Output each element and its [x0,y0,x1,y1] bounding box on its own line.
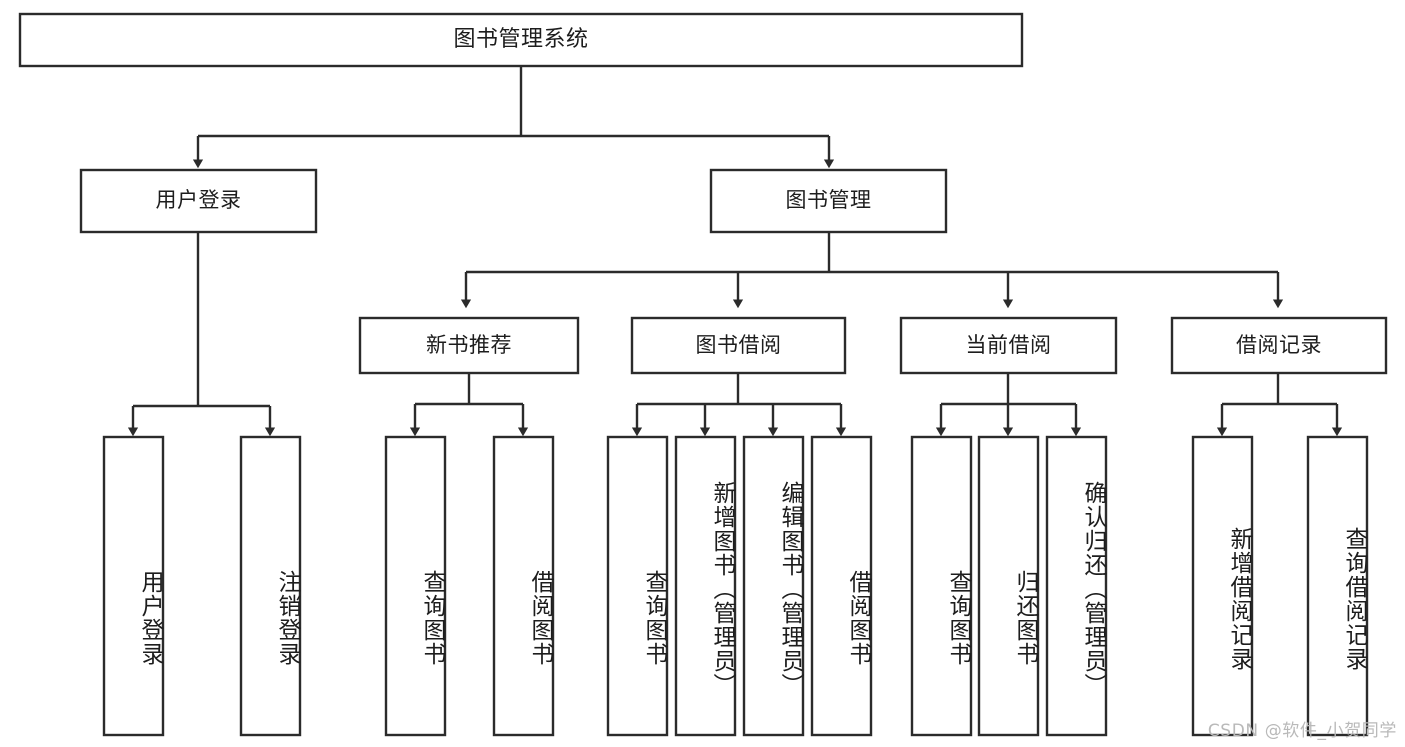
node-box-leaf-borrow-book-1[interactable] [492,435,555,737]
node-box-new-book-rec[interactable] [358,316,580,375]
node-box-leaf-borrow-book-2[interactable] [810,435,873,737]
node-box-leaf-user-login[interactable] [102,435,165,737]
node-box-leaf-add-record[interactable] [1191,435,1254,737]
node-box-leaf-query-book-1[interactable] [384,435,447,737]
connectors-group [127,66,1343,437]
node-box-current-borrow[interactable] [899,316,1118,375]
node-box-leaf-user-logout[interactable] [239,435,302,737]
node-box-leaf-confirm-return[interactable] [1045,435,1108,737]
node-box-leaf-return-book[interactable] [977,435,1040,737]
node-box-leaf-add-book[interactable] [674,435,737,737]
node-box-leaf-edit-book[interactable] [742,435,805,737]
node-box-leaf-query-book-2[interactable] [606,435,669,737]
node-box-leaf-query-record[interactable] [1306,435,1369,737]
node-box-leaf-query-book-3[interactable] [910,435,973,737]
node-box-root[interactable] [18,12,1024,68]
node-box-borrow-record[interactable] [1170,316,1388,375]
node-box-book-borrow[interactable] [630,316,847,375]
node-box-user-login[interactable] [79,168,318,234]
node-boxes-group [18,12,1388,737]
node-box-book-manage[interactable] [709,168,948,234]
